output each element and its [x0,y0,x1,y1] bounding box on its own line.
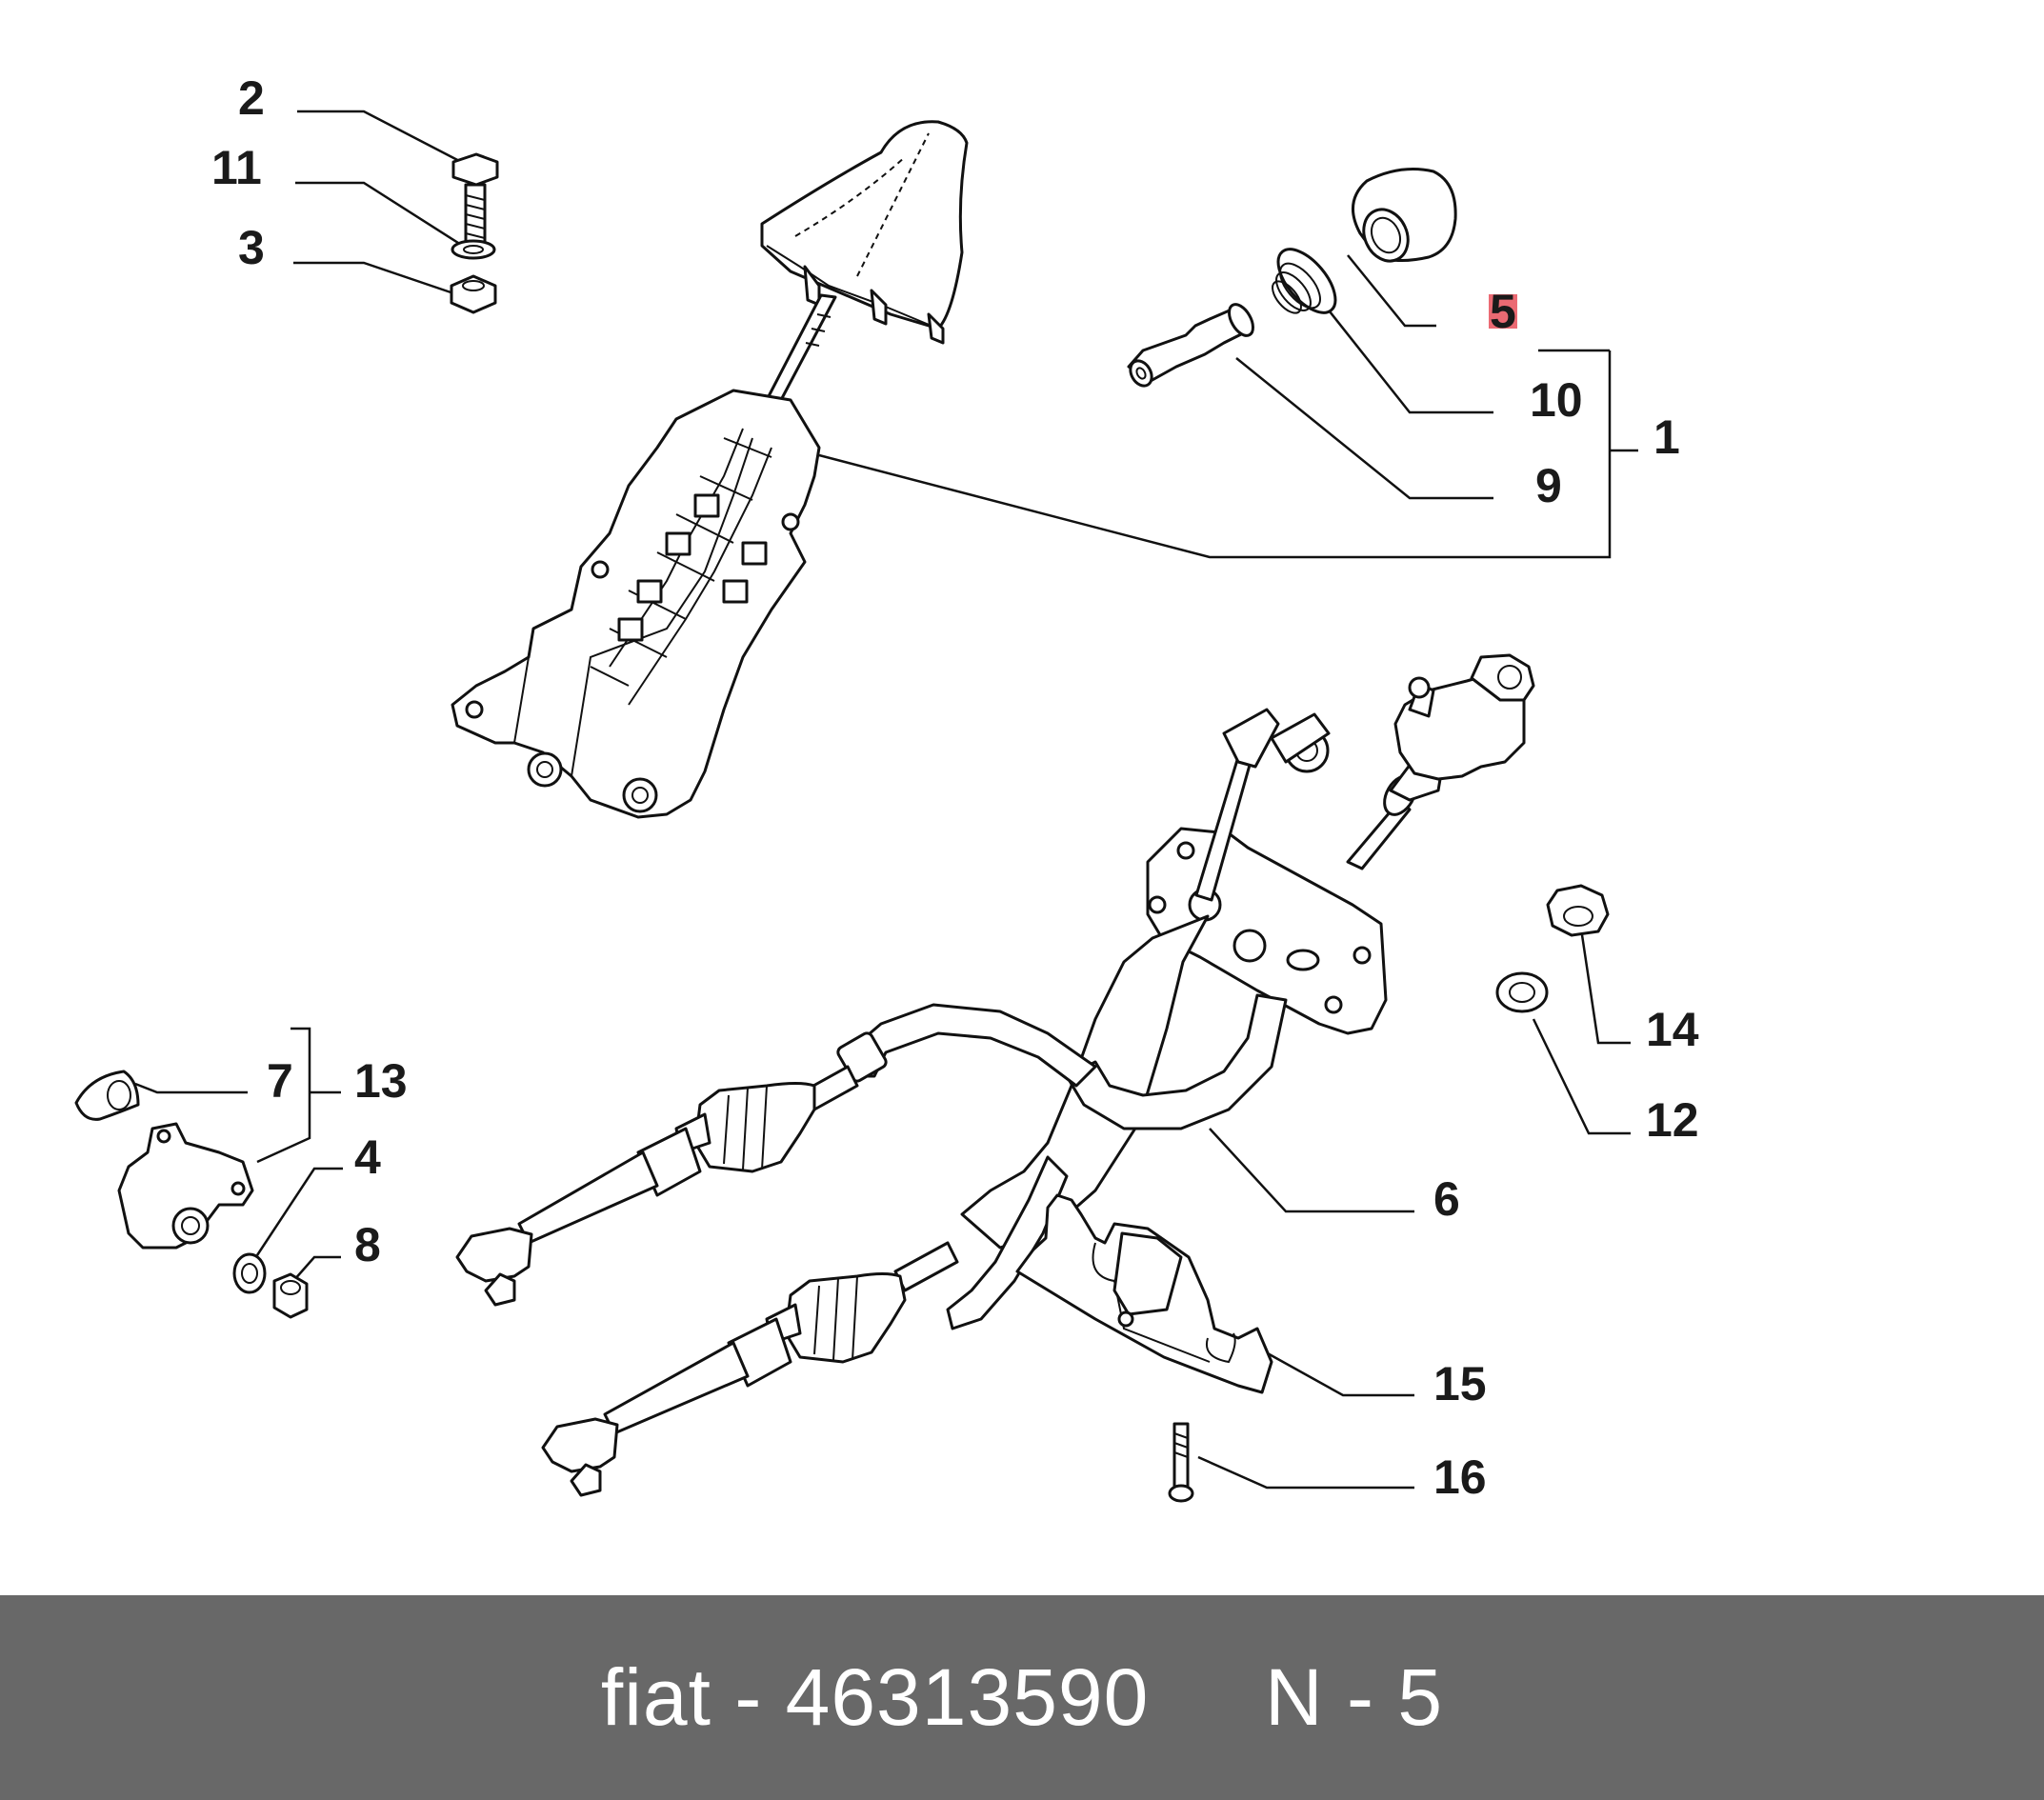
gear-cable-assembly-part-6 [455,653,1535,1497]
callout-2: 2 [238,71,265,125]
washer-part-4 [232,1252,267,1294]
gear-lever-rod [766,293,837,402]
nut-part-14 [1546,884,1610,937]
plunger-part-9 [1127,303,1254,388]
washer-part-11 [451,239,496,260]
callout-5-highlight [1489,294,1517,329]
callout-3: 3 [238,221,265,274]
gear-shifter-housing [451,389,821,819]
spring-part-10 [1272,248,1337,314]
exploded-parts-diagram: 2 11 3 5 10 1 9 7 13 4 8 14 12 6 15 16 [74,71,1699,1504]
bushing-part-7 [74,1070,140,1121]
callout-6: 6 [1433,1172,1460,1226]
callout-12: 12 [1646,1093,1699,1147]
bolt-part-16 [1168,1422,1194,1503]
nut-part-3 [450,274,497,314]
callout-10: 10 [1530,373,1583,427]
callout-8: 8 [354,1218,381,1271]
part-number-caption: fiat - 46313590 N - 5 [600,1652,1444,1742]
bolt-part-2 [451,152,499,244]
callout-4: 4 [354,1130,381,1184]
nut-part-8 [272,1272,309,1319]
callout-16: 16 [1433,1450,1487,1504]
bracket-part-15 [1015,1193,1273,1394]
leader-lines [134,110,1638,1490]
selector-lever-part-13 [117,1122,254,1250]
callout-15: 15 [1433,1357,1487,1410]
rubber-cap-part-5 [1351,168,1457,263]
callout-9: 9 [1535,459,1562,512]
part-number-footer: fiat - 46313590 N - 5 [0,1595,2044,1800]
callout-13: 13 [354,1054,408,1108]
callout-11: 11 [211,141,262,194]
callout-1: 1 [1653,410,1680,464]
callout-14: 14 [1646,1003,1699,1056]
callout-labels: 2 11 3 5 10 1 9 7 13 4 8 14 12 6 15 16 [211,71,1699,1504]
callout-7: 7 [267,1054,293,1108]
gear-lever-boot [760,120,969,345]
callout-5: 5 [1490,285,1516,338]
washer-part-12 [1495,971,1549,1013]
